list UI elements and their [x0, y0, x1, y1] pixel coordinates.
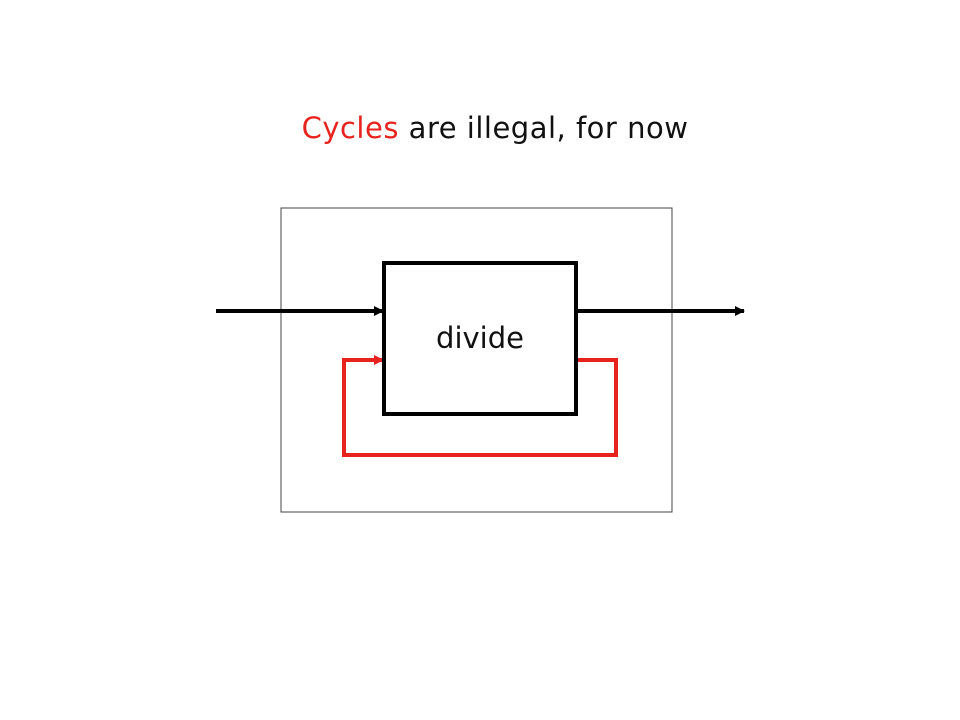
slide-title: Cycles are illegal, for now	[0, 106, 960, 150]
cycle-edge-arrow	[342, 355, 618, 457]
divide-node: divide	[382, 261, 578, 416]
divide-node-label: divide	[436, 321, 524, 355]
title-rest-text: are illegal, for now	[398, 111, 689, 145]
outer-container-box	[280, 207, 673, 513]
divide-node-box	[382, 261, 578, 416]
title-highlight-word: Cycles	[301, 111, 399, 145]
